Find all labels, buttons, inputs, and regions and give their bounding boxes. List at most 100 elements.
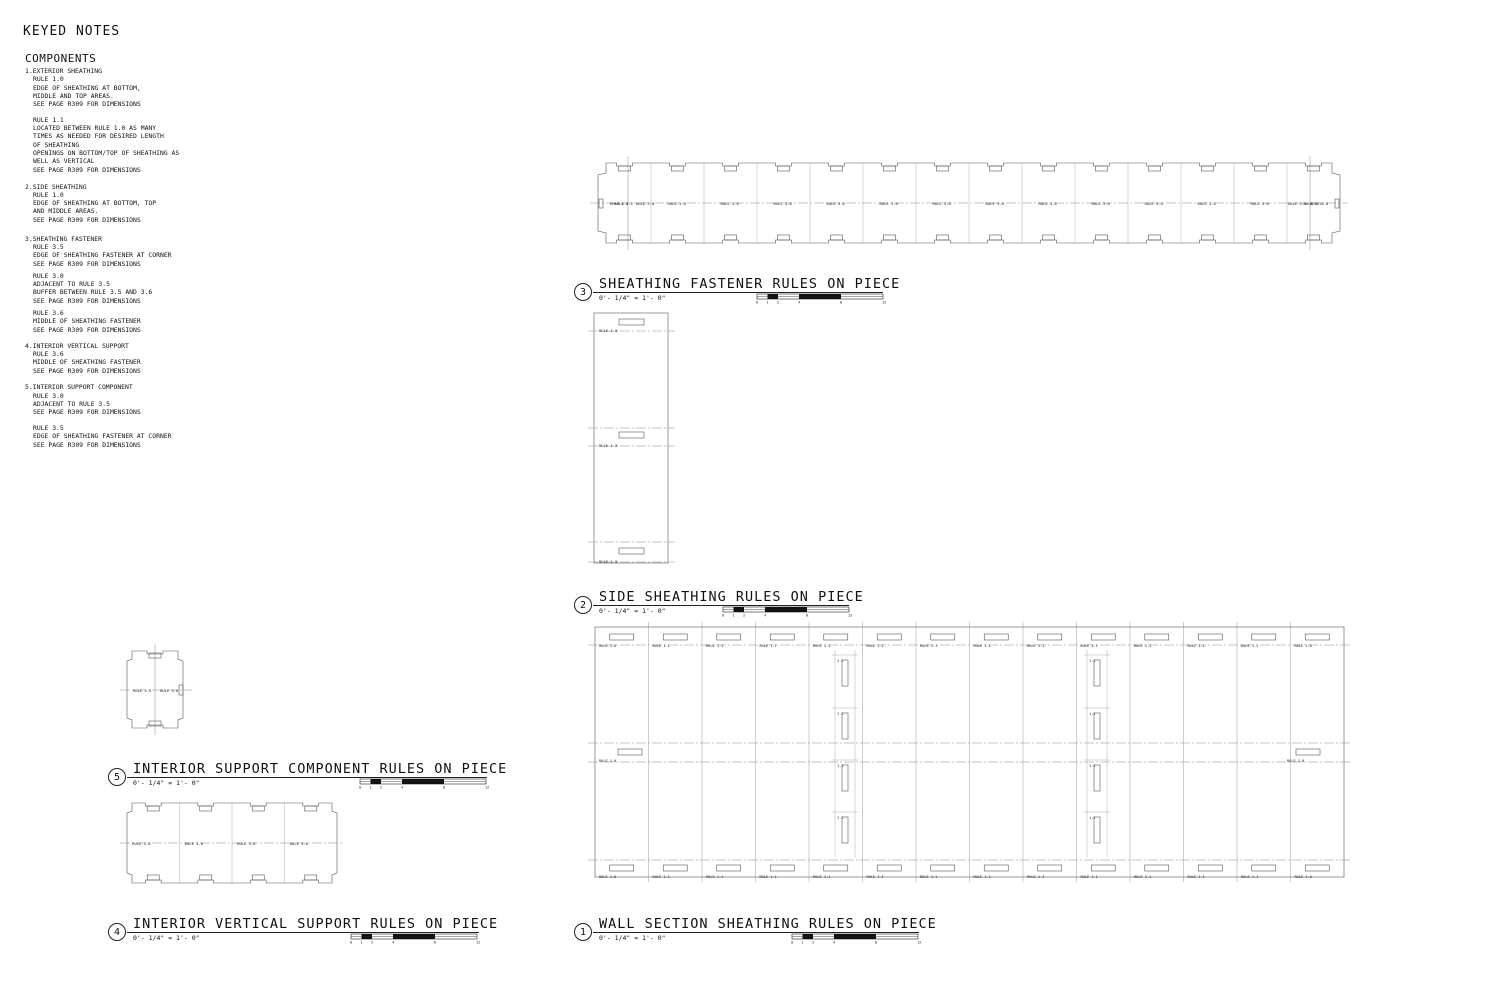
wall-slot-bottom <box>662 864 688 872</box>
scale-bar-tick-label: 12 <box>485 786 489 790</box>
end-slot <box>1334 198 1340 209</box>
wall-slot-bottom <box>1251 864 1277 872</box>
rule-label: RULE 3.5 <box>1288 201 1306 206</box>
keyed-note-line: SEE PAGE R309 FOR DIMENSIONS <box>33 367 141 375</box>
scale-bar-tick-label: 0 <box>350 941 352 945</box>
scale-bar-tick-label: 8 <box>434 941 436 945</box>
keyed-notes-title: KEYED NOTES <box>23 24 121 39</box>
fastener-slot-top <box>618 165 631 172</box>
keyed-note-line: ADJACENT TO RULE 3.5 <box>33 400 110 408</box>
rule-label: 1.1 <box>1089 816 1095 820</box>
rule-label: RULE 1.1 <box>1027 644 1044 648</box>
keyed-note-line: RULE 3.0 <box>33 272 64 280</box>
rule-label: RULE 1.1 <box>974 644 991 648</box>
rule-label: RULE 3.6 <box>827 201 846 206</box>
fastener-slot-bottom <box>1254 234 1267 241</box>
rule-label: RULE 1.1 <box>867 644 884 648</box>
keyed-note-line: EDGE OF SHEATHING FASTENER AT CORNER <box>33 432 172 440</box>
wall-slot-top <box>662 633 688 641</box>
support-slot-top <box>304 805 318 812</box>
keyed-note-line: BUFFER BETWEEN RULE 3.5 AND 3.6 <box>33 288 153 296</box>
keyed-note-line: RULE 1.0 <box>33 75 64 83</box>
wall-slot-bottom <box>1090 864 1116 872</box>
view-title: WALL SECTION SHEATHING RULES ON PIECE <box>599 916 937 932</box>
fastener-slot-top <box>883 165 896 172</box>
keyed-note-line: SEE PAGE R309 FOR DIMENSIONS <box>33 166 141 174</box>
title-underline <box>593 605 849 606</box>
view-scale: 0'- 1/4" = 1'- 0" <box>133 779 200 787</box>
title-underline <box>593 292 883 293</box>
fastener-slot-top <box>830 165 843 172</box>
keyed-note-line: OF SHEATHING <box>33 141 80 149</box>
wall-slot-top <box>1090 633 1116 641</box>
keyed-note-line: LOCATED BETWEEN RULE 1.0 AS MANY <box>33 124 157 132</box>
wall-slot-top <box>609 633 635 641</box>
rule-label: RULE 1.1 <box>706 644 723 648</box>
keyed-note-line: SEE PAGE R309 FOR DIMENSIONS <box>33 260 141 268</box>
scale-bar-tick-label: 2 <box>812 941 814 945</box>
rule-label: RULE 1.1 <box>813 875 830 879</box>
support-slot-top <box>251 805 265 812</box>
wall-slot-bottom <box>716 864 742 872</box>
keyed-note-line: EDGE OF SHEATHING FASTENER AT CORNER <box>33 251 172 259</box>
rule-label: RULE 1.1 <box>1241 875 1258 879</box>
wall-slot-top <box>1304 633 1330 641</box>
support-end-slot <box>178 684 184 696</box>
keyed-note-line: 3.SHEATHING FASTENER <box>25 235 102 243</box>
fastener-slot-bottom <box>1042 234 1055 241</box>
fastener-slot-bottom <box>1095 234 1108 241</box>
rule-label: RULE 1.0 <box>1287 759 1304 763</box>
end-slot <box>598 198 604 209</box>
rule-label: RULE 3.6 <box>1039 201 1058 206</box>
view-scale: 0'- 1/4" = 1'- 0" <box>599 294 666 302</box>
keyed-note-line: RULE 3.5 <box>33 243 64 251</box>
scale-bar-tick-label: 4 <box>401 786 403 790</box>
wall-slot-top <box>1251 633 1277 641</box>
rule-label: RULE 3.6 <box>933 201 952 206</box>
scale-bar-tick-label: 12 <box>476 941 480 945</box>
fastener-slot-top <box>1095 165 1108 172</box>
rule-label: RULE 1.0 <box>1295 644 1312 648</box>
scale-bar-tick-label: 2 <box>380 786 382 790</box>
keyed-note-line: TIMES AS NEEDED FOR DESIRED LENGTH <box>33 132 164 140</box>
keyed-note-line: RULE 3.0 <box>33 392 64 400</box>
keyed-note-line: RULE 1.0 <box>33 191 64 199</box>
wall-slot-top <box>1037 633 1063 641</box>
scale-bar-tick-label: 0 <box>756 301 758 305</box>
scale-bar-tick-label: 2 <box>371 941 373 945</box>
keyed-note-line: EDGE OF SHEATHING AT BOTTOM, <box>33 84 141 92</box>
keyed-notes-subtitle: COMPONENTS <box>25 52 97 65</box>
rule-label: 1.1 <box>1089 764 1095 768</box>
scale-bar-tick-label: 1 <box>370 786 372 790</box>
rule-label: RULE 3.6 <box>1198 201 1217 206</box>
keyed-note-line: SEE PAGE R309 FOR DIMENSIONS <box>33 216 141 224</box>
support-slot-bottom <box>199 874 213 881</box>
fastener-slot-top <box>936 165 949 172</box>
fastener-slot-bottom <box>1307 234 1320 241</box>
keyed-notes-panel: KEYED NOTES COMPONENTS 1.EXTERIOR SHEATH… <box>0 0 260 470</box>
scale-bar-tick-label: 2 <box>777 301 779 305</box>
rule-label: RULE 3.6 <box>237 841 256 846</box>
fastener-slot-bottom <box>777 234 790 241</box>
scale-bar-tick-label: 2 <box>743 614 745 618</box>
scale-bar-tick-label: 1 <box>767 301 769 305</box>
rule-label: 1.1 <box>1089 659 1095 663</box>
rule-label: RULE 1.1 <box>1188 644 1205 648</box>
rule-label: RULE 1.1 <box>867 875 884 879</box>
view-scale: 0'- 1/4" = 1'- 0" <box>133 934 200 942</box>
view-number-badge: 2 <box>574 596 592 614</box>
support-slot-top <box>146 805 160 812</box>
wall-slot-bottom <box>1197 864 1223 872</box>
wall-slot-top <box>983 633 1009 641</box>
rule-label: RULE 1.1 <box>1134 644 1151 648</box>
view-scale: 0'- 1/4" = 1'- 0" <box>599 607 666 615</box>
support-slot-bottom <box>146 874 160 881</box>
side-panel-slot <box>618 547 645 555</box>
wall-slot-bottom <box>983 864 1009 872</box>
